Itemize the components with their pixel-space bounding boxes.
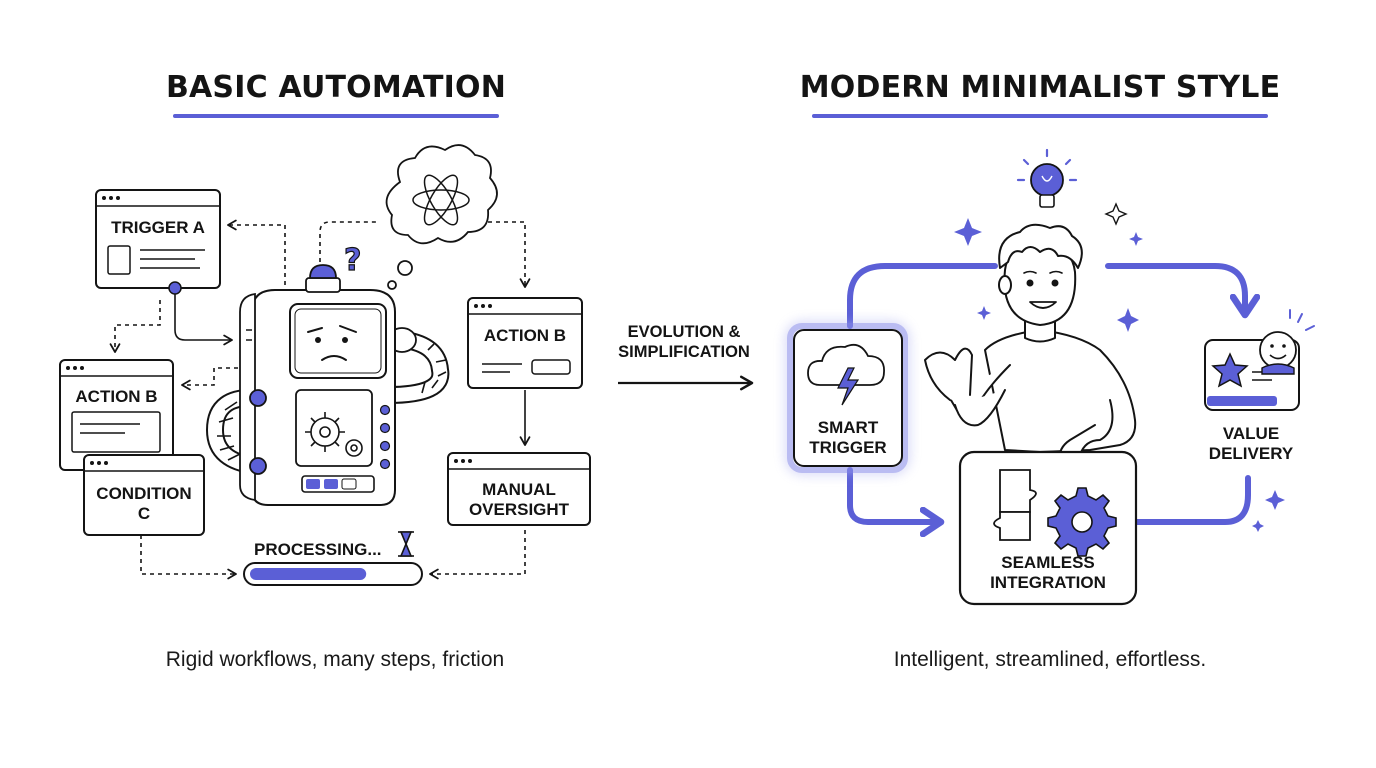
action-b-right-label: ACTION B (483, 326, 567, 345)
seamless-integration-card (958, 450, 1138, 606)
thought-bubble (385, 144, 498, 290)
manual-oversight-label: MANUAL OVERSIGHT (448, 480, 590, 520)
trigger-a-card (95, 189, 221, 295)
question-mark: ? (344, 243, 361, 278)
right-flow-connectors (847, 263, 1248, 522)
action-b-left-label: ACTION B (75, 387, 158, 406)
processing-label: PROCESSING... (254, 540, 382, 559)
puzzle-icon (993, 469, 1037, 541)
value-delivery-line2: DELIVERY (1208, 444, 1294, 463)
evolution-line2: SIMPLIFICATION (618, 343, 750, 361)
hourglass-icon (398, 531, 414, 557)
trigger-a-label: TRIGGER A (111, 218, 205, 237)
left-heading: BASIC AUTOMATION (165, 70, 507, 105)
left-caption: Rigid workflows, many steps, friction (165, 648, 505, 671)
processing-progress (243, 531, 423, 586)
seamless-integration-label: SEAMLESS INTEGRATION (960, 553, 1136, 593)
manual-oversight-card (447, 452, 591, 526)
action-b-right-card (467, 297, 583, 389)
evolution-line1: EVOLUTION & (627, 323, 741, 341)
left-heading-underline (173, 114, 499, 118)
left-flow-connectors (109, 219, 531, 580)
action-b-left-card (59, 359, 174, 471)
smart-trigger-line1: SMART (817, 418, 879, 437)
star-icon (1211, 352, 1249, 388)
condition-c-card (83, 454, 205, 536)
value-delivery-label: VALUE DELIVERY (1196, 424, 1306, 464)
seamless-integration-line1: SEAMLESS (1001, 553, 1095, 572)
right-heading: MODERN MINIMALIST STYLE (799, 70, 1281, 105)
condition-c-line2: C (137, 504, 151, 523)
person-illustration (924, 223, 1137, 465)
lightbulb-icon (1016, 148, 1078, 208)
storm-cloud-icon (807, 344, 885, 406)
smart-trigger-line2: TRIGGER (809, 438, 887, 457)
condition-c-label: CONDITION C (84, 484, 204, 524)
smiley-avatar-icon (1259, 331, 1297, 375)
manual-oversight-line1: MANUAL (482, 480, 556, 499)
value-delivery-line1: VALUE (1222, 424, 1280, 443)
right-heading-underline (812, 114, 1268, 118)
smart-trigger-card (787, 323, 908, 473)
gear-icon (305, 412, 363, 457)
right-caption: Intelligent, streamlined, effortless. (893, 648, 1207, 671)
seamless-integration-line2: INTEGRATION (990, 573, 1106, 592)
value-delivery-card (1204, 309, 1315, 411)
confused-robot: ? (205, 242, 450, 506)
evolution-label: EVOLUTION & SIMPLIFICATION (604, 322, 764, 362)
atom-icon (412, 174, 470, 226)
gear-icon (1047, 487, 1117, 557)
manual-oversight-line2: OVERSIGHT (468, 500, 570, 519)
smart-trigger-label: SMART TRIGGER (794, 418, 902, 458)
condition-c-line1: CONDITION (96, 484, 192, 503)
sparkle-icons (954, 202, 1285, 532)
processing-progress-fill (250, 568, 367, 580)
